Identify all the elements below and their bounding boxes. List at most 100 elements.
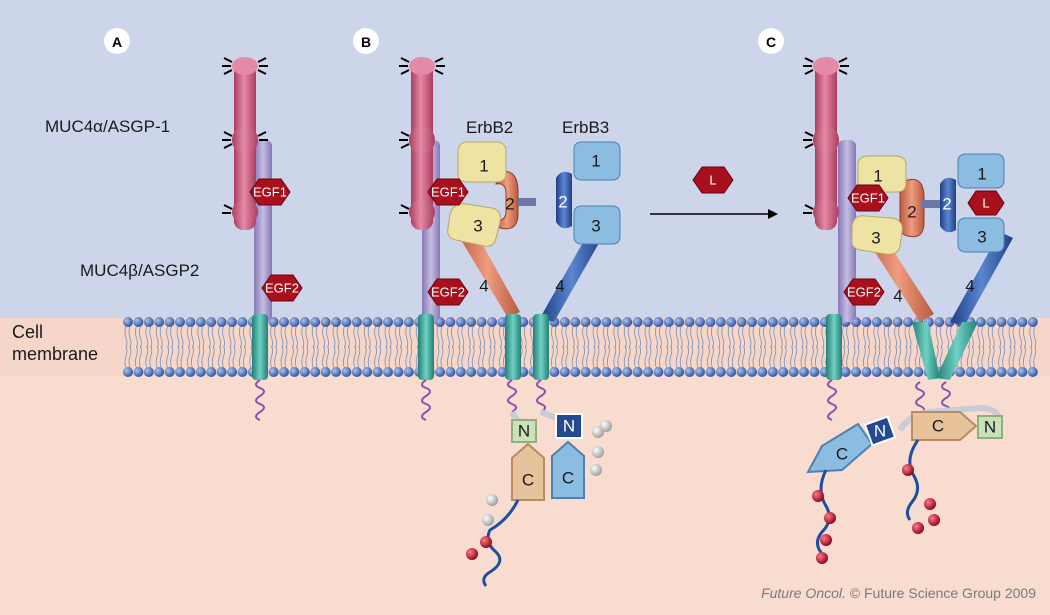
svg-text:N: N xyxy=(984,418,996,437)
erbb2-domain2-label: 2 xyxy=(907,203,916,222)
svg-text:C: C xyxy=(836,445,848,464)
erbb2-kinase-c-lobe xyxy=(911,411,978,441)
transmembrane-dimer-c xyxy=(912,322,978,415)
erbb2-domain3 xyxy=(851,215,903,255)
erbb3-domain1 xyxy=(957,153,1005,189)
erbb3-label: ErbB3 xyxy=(562,118,609,137)
erbb3-kinase-n-lobe xyxy=(555,413,583,439)
transmembrane-segment-b-muc4 xyxy=(418,314,434,380)
transmembrane-segment-erbb3-b xyxy=(533,314,549,380)
activation-arrow xyxy=(650,209,778,219)
erbb2-receptor-c: 4 2 1 3 EGF1 EGF2 xyxy=(843,155,940,322)
transmembrane-segment-a xyxy=(252,314,268,380)
erbb2-kinase-n-lobe xyxy=(511,419,537,443)
erbb2-domain4-label: 4 xyxy=(479,277,488,296)
svg-text:L: L xyxy=(982,196,989,211)
cytoplasmic-tail-erbb3-b xyxy=(536,379,546,413)
membrane-label-line1: Cell xyxy=(12,322,43,342)
svg-text:N: N xyxy=(874,422,886,441)
svg-text:B: B xyxy=(361,34,371,50)
erbb2-domain4 xyxy=(455,222,520,318)
egf1-domain-a: EGF1 xyxy=(249,178,291,206)
erbb3-domain4-label: 4 xyxy=(965,277,974,296)
svg-text:N: N xyxy=(563,417,575,436)
erbb3-domain3-label: 3 xyxy=(977,228,986,247)
erbb2-domain1-label: 1 xyxy=(479,157,488,176)
phosphorylation-sites-b xyxy=(466,420,612,560)
erbb2-domain1 xyxy=(457,141,507,183)
egf2-domain-c: EGF2 xyxy=(843,278,885,306)
erbb3-domain1-label: 1 xyxy=(591,152,600,171)
erbb3-domain4-label: 4 xyxy=(555,277,564,296)
muc4-alpha-label: MUC4α/ASGP-1 xyxy=(45,117,170,136)
svg-text:EGF1: EGF1 xyxy=(431,185,465,200)
svg-text:N: N xyxy=(518,422,530,441)
muc4-beta-stalk xyxy=(838,140,856,322)
erbb2-c-tail-c xyxy=(905,439,920,521)
membrane-label-band xyxy=(0,318,122,376)
ligand-free: L xyxy=(692,166,734,194)
erbb3-kinase-c-lobe xyxy=(806,422,874,474)
transmembrane-segment-erbb2-b xyxy=(505,314,521,380)
phosphorylation-sites-c xyxy=(812,464,940,564)
svg-text:EGF2: EGF2 xyxy=(431,285,465,300)
glycosylation-marks xyxy=(803,57,849,214)
cytoplasmic-tail-c-muc4 xyxy=(827,379,837,421)
svg-text:C: C xyxy=(522,471,534,490)
erbb2-kinase-n-lobe xyxy=(977,415,1003,439)
kinase-dimer-b: N C N C xyxy=(466,409,612,587)
erbb3-domain1-label: 1 xyxy=(977,165,986,184)
svg-text:EGF1: EGF1 xyxy=(851,191,885,206)
erbb3-domain2 xyxy=(556,171,572,229)
cytoplasmic-tail-erbb2-b xyxy=(507,379,517,413)
svg-text:C: C xyxy=(562,469,574,488)
erbb3-receptor-c: 4 2 1 3 L xyxy=(940,153,1013,326)
erbb2-c-tail xyxy=(482,499,520,587)
erbb3-domain2 xyxy=(940,177,956,233)
svg-text:EGF1: EGF1 xyxy=(253,185,287,200)
erbb3-kinase-n-lobe xyxy=(863,415,897,447)
panel-label-b: B xyxy=(353,28,379,54)
transmembrane-segment-c-muc4 xyxy=(826,314,842,380)
glycosylation-marks xyxy=(222,57,268,214)
muc4-complex-c xyxy=(803,57,856,421)
muc4-complex-a: EGF1 EGF2 xyxy=(222,57,303,421)
membrane-label-line2: membrane xyxy=(12,344,98,364)
erbb3-kinase-c-lobe xyxy=(551,440,585,499)
ligand-bound: L xyxy=(967,190,1005,216)
erbb2-domain3-label: 3 xyxy=(473,217,482,236)
muc4-beta-label: MUC4β/ASGP2 xyxy=(80,261,199,280)
erbb2-kinase-c-lobe xyxy=(511,442,545,501)
erbb3-receptor-b: 4 2 1 3 xyxy=(533,141,621,413)
erbb2-domain1-label: 1 xyxy=(873,167,882,186)
lipid-bilayer xyxy=(123,317,1038,377)
erbb3-domain1 xyxy=(573,141,621,181)
panel-label-a: A xyxy=(104,28,130,54)
egf1-domain-b: EGF1 xyxy=(427,178,469,206)
cytoplasmic-tail-b-muc4 xyxy=(421,379,431,421)
glycosylation-marks xyxy=(399,57,445,214)
egf1-domain-c: EGF1 xyxy=(847,184,889,212)
egf2-domain-a: EGF2 xyxy=(261,274,303,302)
figure-credit: Future Oncol. © Future Science Group 200… xyxy=(761,585,1036,601)
erbb3-domain4 xyxy=(950,232,1013,326)
svg-text:A: A xyxy=(112,34,122,50)
erbb3-domain3 xyxy=(573,205,621,245)
panel-label-c: C xyxy=(758,28,784,54)
svg-text:EGF2: EGF2 xyxy=(265,281,299,296)
svg-text:C: C xyxy=(932,417,944,436)
erbb3-domain2-label: 2 xyxy=(558,193,567,212)
svg-text:C: C xyxy=(766,34,776,50)
erbb2-receptor-b: 4 2 1 3 EGF1 EGF2 xyxy=(427,141,536,413)
svg-text:EGF2: EGF2 xyxy=(847,285,881,300)
svg-text:L: L xyxy=(709,173,716,188)
erbb2-label: ErbB2 xyxy=(466,118,513,137)
cytoplasmic-tail-a xyxy=(255,379,265,421)
erbb3-domain3-label: 3 xyxy=(591,217,600,236)
erbb2-domain4-label: 4 xyxy=(893,287,902,306)
erbb3-domain4 xyxy=(540,230,603,322)
erbb2-domain2-label: 2 xyxy=(505,195,514,214)
erbb2-domain3 xyxy=(447,203,501,247)
erbb3-domain3 xyxy=(957,217,1005,253)
